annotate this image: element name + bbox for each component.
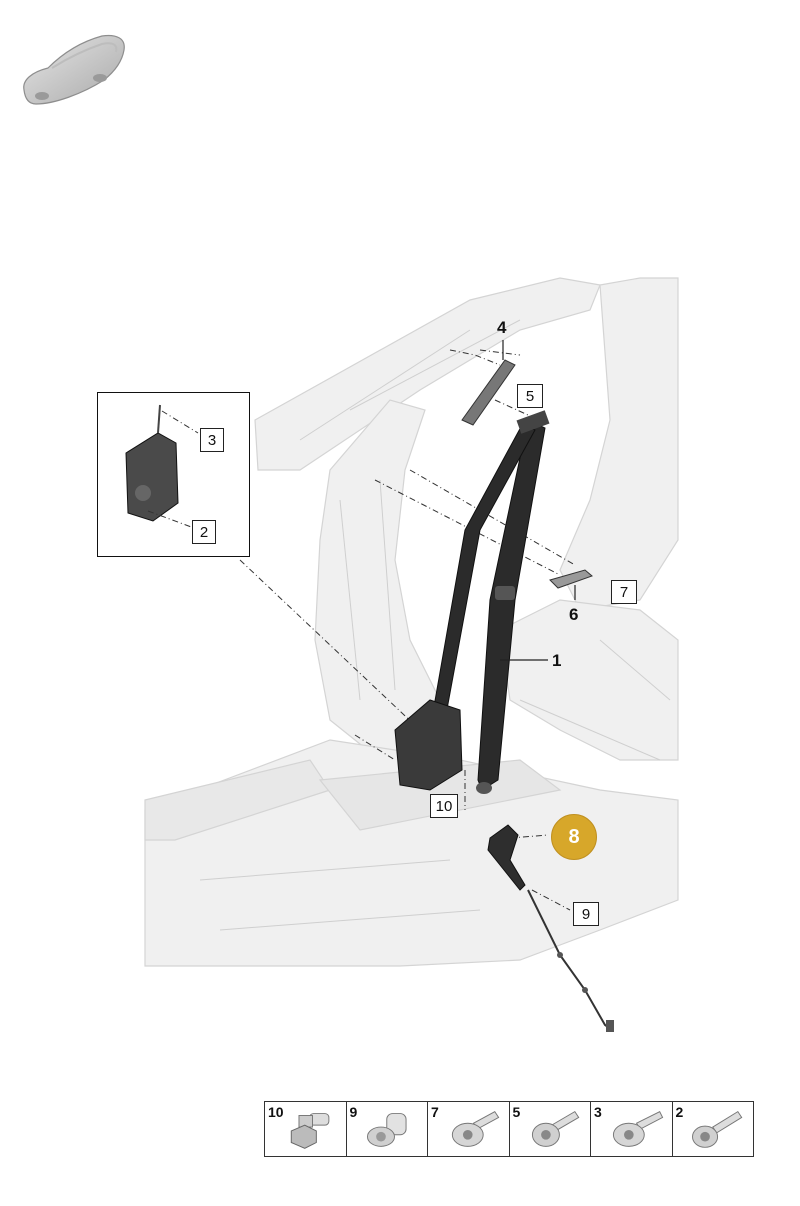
torx-bolt-icon (531, 1110, 579, 1147)
hex-bolt-icon (290, 1113, 330, 1149)
inset-retractor-detail (97, 392, 250, 557)
torx-bolt-icon (612, 1110, 664, 1147)
bracket-part-6 (549, 569, 593, 589)
callout-1: 1 (552, 651, 562, 670)
buckle-part-8 (487, 824, 614, 1032)
part-cell-7[interactable]: 7 (428, 1102, 510, 1156)
collar-nut-icon (366, 1113, 407, 1147)
torx-bolt-icon (451, 1111, 500, 1147)
callout-4: 4 (497, 318, 507, 337)
belt-retractor (394, 699, 463, 791)
part-cell-5[interactable]: 5 (510, 1102, 591, 1156)
callout-lines (500, 340, 576, 661)
height-adjuster (461, 359, 516, 426)
body-detail-lines (199, 319, 671, 931)
callout-10: 10 (430, 794, 458, 818)
part-number: 3 (594, 1104, 602, 1120)
part-number: 7 (431, 1104, 439, 1120)
car-thumbnail-icon (23, 34, 125, 105)
belt-upper-guide (516, 410, 550, 434)
part-cell-10[interactable]: 10 (265, 1102, 347, 1156)
part-number: 5 (512, 1104, 521, 1120)
part-cell-9[interactable]: 9 (347, 1102, 428, 1156)
part-cell-2[interactable]: 2 (673, 1102, 754, 1156)
torx-bolt-icon (691, 1110, 742, 1148)
belt-slider (495, 586, 515, 600)
callout-2: 2 (192, 520, 216, 544)
callout-8-highlighted[interactable]: 8 (551, 814, 597, 860)
callout-9: 9 (573, 902, 599, 926)
part-number: 9 (349, 1104, 358, 1120)
inset-retractor-drawing (125, 404, 199, 529)
part-number: 10 (268, 1104, 284, 1120)
callout-7: 7 (611, 580, 637, 604)
callout-6: 6 (569, 605, 579, 624)
callout-5: 5 (517, 384, 543, 408)
callout-3: 3 (200, 428, 224, 452)
belt-lower-anchor (476, 782, 492, 794)
part-number: 2 (675, 1104, 684, 1120)
parts-table: 10 9 7 5 3 (264, 1101, 754, 1157)
part-cell-3[interactable]: 3 (591, 1102, 673, 1156)
